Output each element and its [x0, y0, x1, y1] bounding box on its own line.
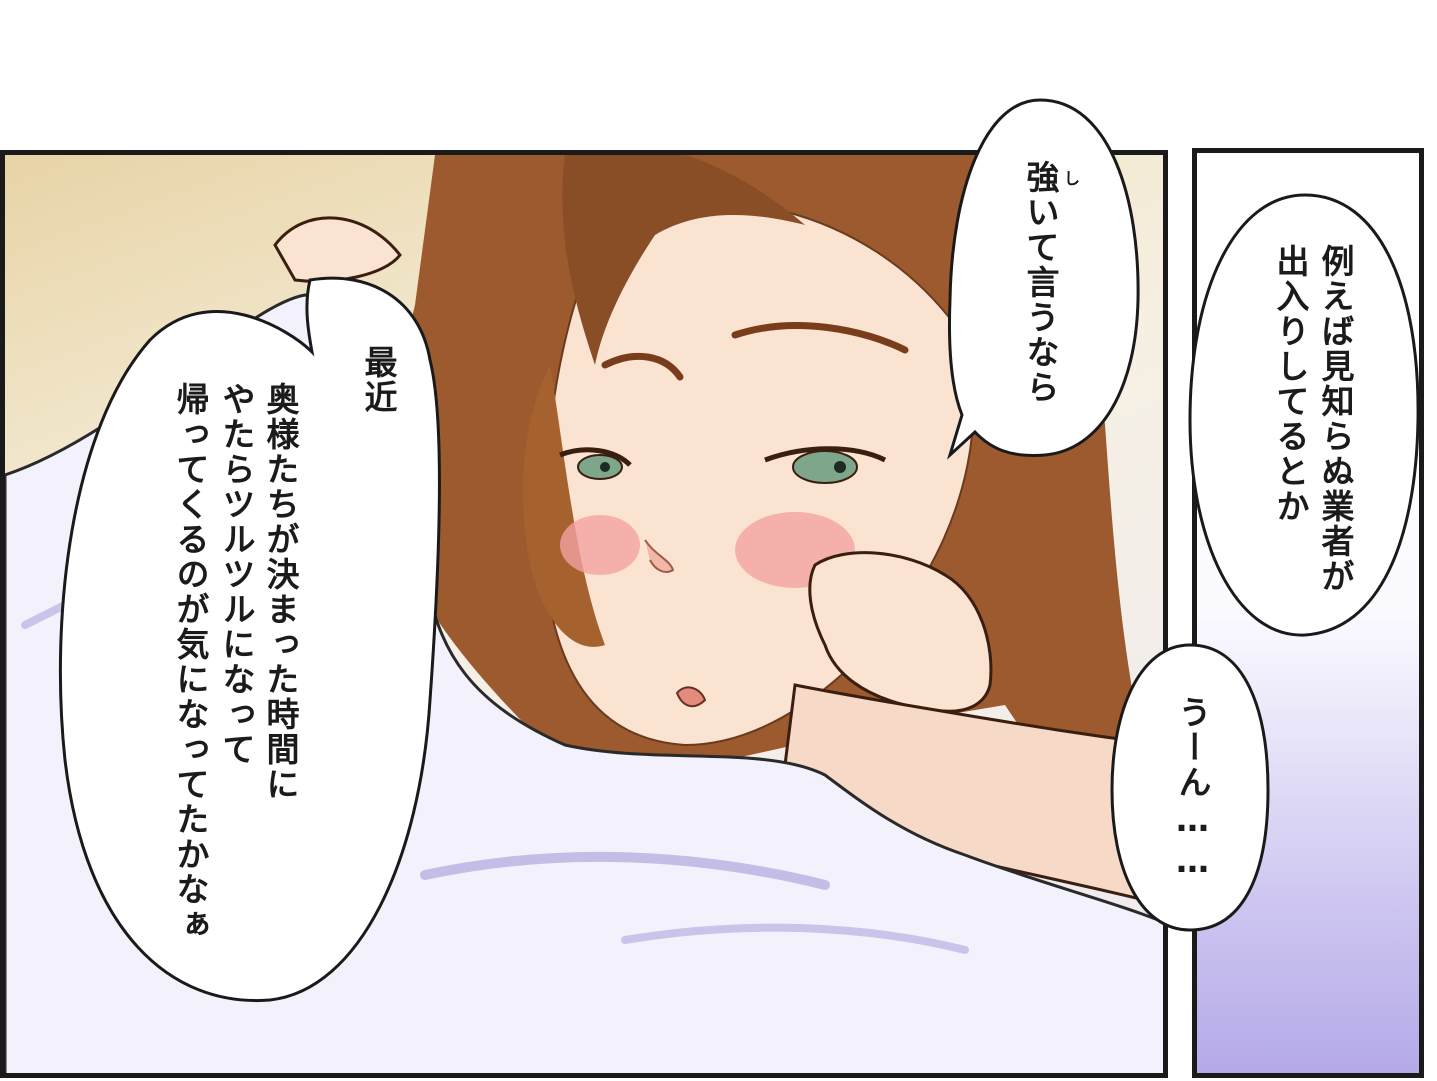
right-eyebrow [731, 322, 909, 354]
bubble-top-center-text: 強いて言うなら [1021, 160, 1060, 405]
left-eye-lid [559, 447, 632, 467]
mouth [675, 686, 707, 708]
left-eyebrow [601, 352, 684, 381]
bubble-top-center-ruby: し [1064, 169, 1081, 188]
bubble-right-top-line1: 例えば見知らぬ業者が [1316, 244, 1355, 594]
bubble-left-line1: 最近 [359, 345, 398, 415]
left-blush [560, 515, 640, 575]
sheet-fold-1 [420, 851, 830, 890]
speech-bubble-top-center [946, 98, 1140, 460]
hand [808, 551, 993, 713]
bubble-left-line3: やたらツルツルになって [217, 382, 256, 767]
right-eye [792, 450, 858, 484]
hair-side-strand [522, 365, 605, 647]
nose [644, 539, 675, 573]
bubble-left-line4: 帰ってくるのが気になってたかなぁ [171, 382, 210, 942]
bubble-left-line2: 奥様たちが決まった時間に [261, 382, 300, 802]
speech-bubble-right-bottom [1110, 643, 1270, 932]
bubble-right-top-line2: 出入りしてるとか [1271, 244, 1310, 524]
speech-bubble-left-large [58, 276, 441, 1003]
right-eye-lid [764, 446, 887, 463]
hair-bangs [562, 155, 805, 365]
sheet-fold-2 [621, 923, 969, 954]
speech-bubble-right-top [1188, 193, 1420, 637]
bubble-right-bottom-text: うーん…… [1173, 695, 1212, 882]
